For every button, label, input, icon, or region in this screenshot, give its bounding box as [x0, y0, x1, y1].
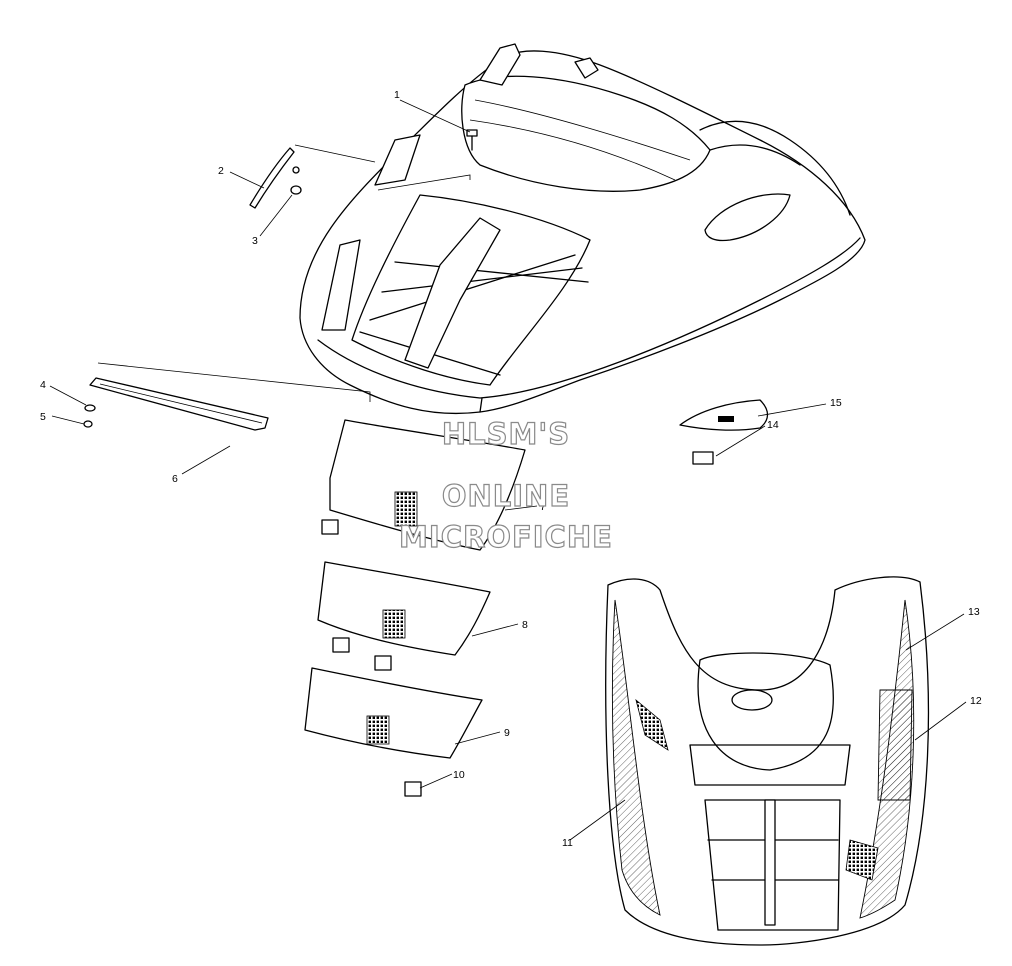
- callout-2: 2: [218, 165, 224, 177]
- leader-lines: [49, 99, 967, 841]
- callout-11: 11: [562, 837, 573, 849]
- callout-8: 8: [522, 619, 528, 631]
- part-6-hood-rail: [89, 377, 269, 431]
- part-9-screen: [304, 667, 483, 759]
- callout-4: 4: [40, 379, 46, 391]
- callout-5: 5: [40, 411, 46, 423]
- callout-6: 6: [172, 473, 178, 485]
- hood-assembly: [97, 43, 866, 415]
- watermark-line-3: MICROFICHE: [399, 520, 613, 554]
- part-2-trim-strip: [249, 147, 295, 209]
- watermark-line-1: HLSM'S: [442, 417, 570, 451]
- part-3-washer: [290, 166, 302, 195]
- callout-13: 13: [968, 606, 980, 618]
- callout-10: 10: [453, 769, 465, 781]
- callout-9: 9: [504, 727, 510, 739]
- callout-labels: 1 2 3 4 5 6 7 8 9 10 11 12 13 14 15: [40, 89, 982, 849]
- callout-1: 1: [394, 89, 400, 101]
- part-4-5-fasteners: [83, 404, 96, 428]
- underside-panel: [605, 576, 930, 946]
- callout-14: 14: [767, 419, 779, 431]
- callout-7: 7: [540, 501, 546, 513]
- callout-12: 12: [970, 695, 982, 707]
- part-14-clip: [692, 451, 714, 465]
- part-15-plate: [679, 399, 769, 431]
- callout-3: 3: [252, 235, 258, 247]
- part-8-screen: [317, 561, 491, 671]
- callout-15: 15: [830, 397, 842, 409]
- part-7-screen: [321, 419, 526, 551]
- part-10-clip: [404, 781, 422, 797]
- watermark-line-2: ONLINE: [442, 479, 570, 513]
- watermark: HLSM'S ONLINE MICROFICHE: [398, 416, 613, 554]
- part-1-screw: [466, 129, 478, 151]
